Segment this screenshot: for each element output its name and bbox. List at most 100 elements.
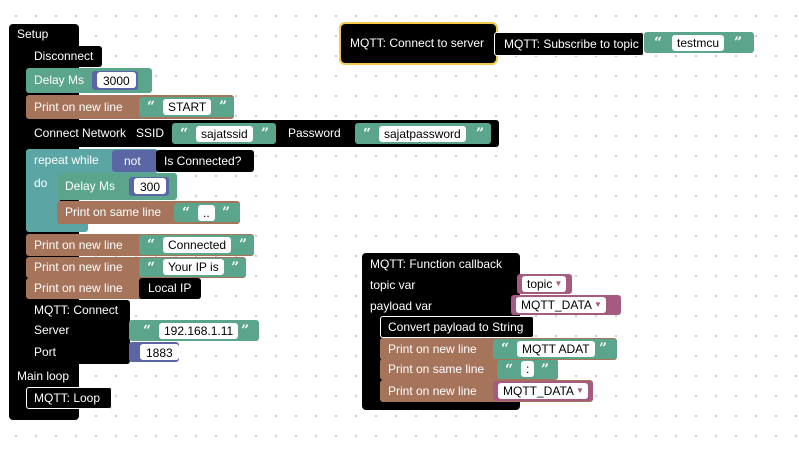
connect-network-block[interactable]: Connect Network SSID “ sajatssid ” Passw… xyxy=(26,120,499,147)
delay-ms-label: Delay Ms xyxy=(65,179,116,193)
print-new-line-label: Print on new line xyxy=(388,384,477,398)
ssid-label: SSID xyxy=(136,126,165,140)
close-quote-icon: ” xyxy=(599,341,608,357)
print-new-line-label: Print on new line xyxy=(34,260,123,274)
close-quote-icon: ” xyxy=(476,126,485,142)
open-quote-icon: “ xyxy=(147,99,156,115)
payload-var-label: payload var xyxy=(370,299,433,313)
number-block[interactable]: 300 xyxy=(129,177,169,196)
number-block[interactable]: 3000 xyxy=(92,71,138,90)
mqtt-connect-server-block[interactable]: MQTT: Connect to server xyxy=(339,22,498,65)
print-new-line-label: Print on new line xyxy=(34,100,123,114)
dropdown-arrow-icon: ▼ xyxy=(575,386,584,395)
open-quote-icon: “ xyxy=(654,35,663,51)
topic-var-block[interactable]: topic▼ xyxy=(517,274,572,294)
print-new-line-label: Print on new line xyxy=(34,238,123,252)
variable-block[interactable]: MQTT_DATA▼ xyxy=(493,381,593,401)
print-new-line-block[interactable]: Print on new line “ Your IP is ” xyxy=(26,257,246,278)
close-quote-icon: ” xyxy=(231,260,240,276)
do-label: do xyxy=(34,176,48,190)
text-block[interactable]: “ START ” xyxy=(139,97,234,117)
mqtt-subscribe-block[interactable]: MQTT: Subscribe to topic xyxy=(494,32,644,56)
topic-var-dropdown[interactable]: topic▼ xyxy=(522,276,567,292)
payload-var-block[interactable]: MQTT_DATA▼ xyxy=(511,295,621,315)
local-ip-label: Local IP xyxy=(148,281,192,295)
password-value[interactable]: sajatpassword xyxy=(379,126,466,142)
is-connected-label: Is Connected? xyxy=(164,154,242,168)
print-same-line-block[interactable]: Print on same line “ : ” xyxy=(380,359,558,380)
text-block[interactable]: “ Your IP is ” xyxy=(139,258,246,277)
print-new-line-label: Print on new line xyxy=(388,342,477,356)
print-same-line-block[interactable]: Print on same line “ .. ” xyxy=(57,201,240,224)
topic-text-block[interactable]: “ testmcu ” xyxy=(644,32,754,53)
port-value[interactable]: 1883 xyxy=(140,344,179,360)
delay-ms-label: Delay Ms xyxy=(34,73,85,87)
dropdown-arrow-icon: ▼ xyxy=(554,279,563,288)
payload-var-value: MQTT_DATA xyxy=(521,298,592,312)
password-text-block[interactable]: “ sajatpassword ” xyxy=(355,123,491,144)
is-connected-block[interactable]: Is Connected? xyxy=(156,150,254,172)
server-text-block[interactable]: “ 192.168.1.11 ” xyxy=(129,320,259,341)
text-block[interactable]: “ : ” xyxy=(497,360,558,379)
mqtt-connect-block[interactable]: MQTT: Connect Server Port xyxy=(26,300,130,364)
open-quote-icon: “ xyxy=(147,237,156,253)
port-number-block[interactable]: 1883 xyxy=(129,342,179,362)
text-block[interactable]: “ .. ” xyxy=(174,203,240,222)
convert-payload-block[interactable]: Convert payload to String xyxy=(380,316,534,338)
delay-ms-block[interactable]: Delay Ms 300 xyxy=(57,173,177,200)
repeat-while-footer xyxy=(26,222,88,232)
topic-var-value: topic xyxy=(527,277,553,291)
mqtt-callback-label: MQTT: Function callback xyxy=(370,257,503,271)
delay-ms-block[interactable]: Delay Ms 3000 xyxy=(26,68,152,93)
close-quote-icon: ” xyxy=(239,237,248,253)
server-label: Server xyxy=(34,323,70,337)
text-value[interactable]: START xyxy=(163,99,212,115)
text-value[interactable]: Your IP is xyxy=(163,259,224,275)
delay-ms-value[interactable]: 300 xyxy=(134,178,167,194)
print-new-line-block[interactable]: Print on new line “ Connected ” xyxy=(26,234,254,256)
close-quote-icon: ” xyxy=(241,323,250,339)
server-value[interactable]: 192.168.1.11 xyxy=(159,323,239,339)
print-new-line-block[interactable]: Print on new line MQTT_DATA▼ xyxy=(380,380,593,402)
not-block[interactable]: not xyxy=(112,150,158,172)
open-quote-icon: “ xyxy=(180,126,189,142)
open-quote-icon: “ xyxy=(147,260,156,276)
text-value[interactable]: MQTT ADAT xyxy=(517,341,595,357)
ssid-text-block[interactable]: “ sajatssid ” xyxy=(172,123,276,144)
print-same-line-label: Print on same line xyxy=(65,205,162,219)
text-block[interactable]: “ MQTT ADAT ” xyxy=(493,339,617,359)
mqtt-loop-block[interactable]: MQTT: Loop xyxy=(26,387,112,409)
print-new-line-block[interactable]: Print on new line “ START ” xyxy=(26,95,234,119)
print-new-line-block[interactable]: Print on new line “ MQTT ADAT ” xyxy=(380,338,617,360)
delay-ms-value[interactable]: 3000 xyxy=(97,72,136,88)
text-value[interactable]: .. xyxy=(198,205,215,221)
disconnect-label: Disconnect xyxy=(34,49,94,63)
variable-dropdown[interactable]: MQTT_DATA▼ xyxy=(498,383,588,399)
close-quote-icon: ” xyxy=(219,99,228,115)
print-new-line-label: Print on new line xyxy=(34,281,123,295)
text-value[interactable]: : xyxy=(521,361,535,377)
open-quote-icon: “ xyxy=(182,205,191,221)
convert-payload-label: Convert payload to String xyxy=(388,320,524,334)
local-ip-block[interactable]: Local IP xyxy=(139,278,201,299)
not-label: not xyxy=(124,154,141,168)
port-label: Port xyxy=(34,345,57,359)
close-quote-icon: ” xyxy=(222,205,231,221)
close-quote-icon: ” xyxy=(541,362,550,378)
ssid-value[interactable]: sajatssid xyxy=(196,126,253,142)
open-quote-icon: “ xyxy=(501,341,510,357)
topic-value[interactable]: testmcu xyxy=(672,35,725,51)
disconnect-block[interactable]: Disconnect xyxy=(26,46,102,67)
payload-var-dropdown[interactable]: MQTT_DATA▼ xyxy=(516,297,606,313)
text-value[interactable]: Connected xyxy=(163,237,232,253)
mqtt-subscribe-label: MQTT: Subscribe to topic xyxy=(504,37,639,51)
connect-network-label: Connect Network xyxy=(34,126,127,140)
mqtt-connect-server-label: MQTT: Connect to server xyxy=(350,36,485,50)
print-same-line-label: Print on same line xyxy=(388,362,485,376)
mqtt-connect-label: MQTT: Connect xyxy=(34,303,119,317)
print-new-line-block[interactable]: Print on new line Local IP xyxy=(26,278,201,299)
text-block[interactable]: “ Connected ” xyxy=(139,235,254,255)
mqtt-loop-label: MQTT: Loop xyxy=(34,391,101,405)
open-quote-icon: “ xyxy=(363,126,372,142)
password-label: Password xyxy=(288,126,341,140)
